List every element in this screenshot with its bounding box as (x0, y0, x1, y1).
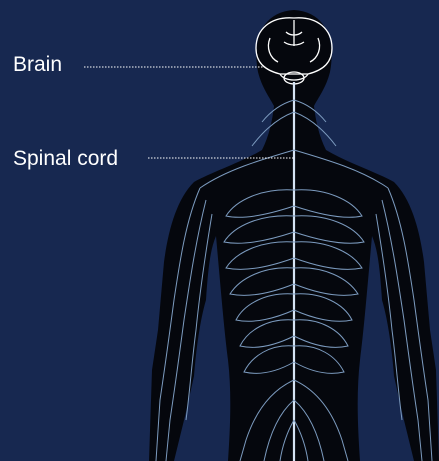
spinal-cord-label: Spinal cord (13, 147, 118, 171)
brain-label: Brain (13, 53, 62, 77)
